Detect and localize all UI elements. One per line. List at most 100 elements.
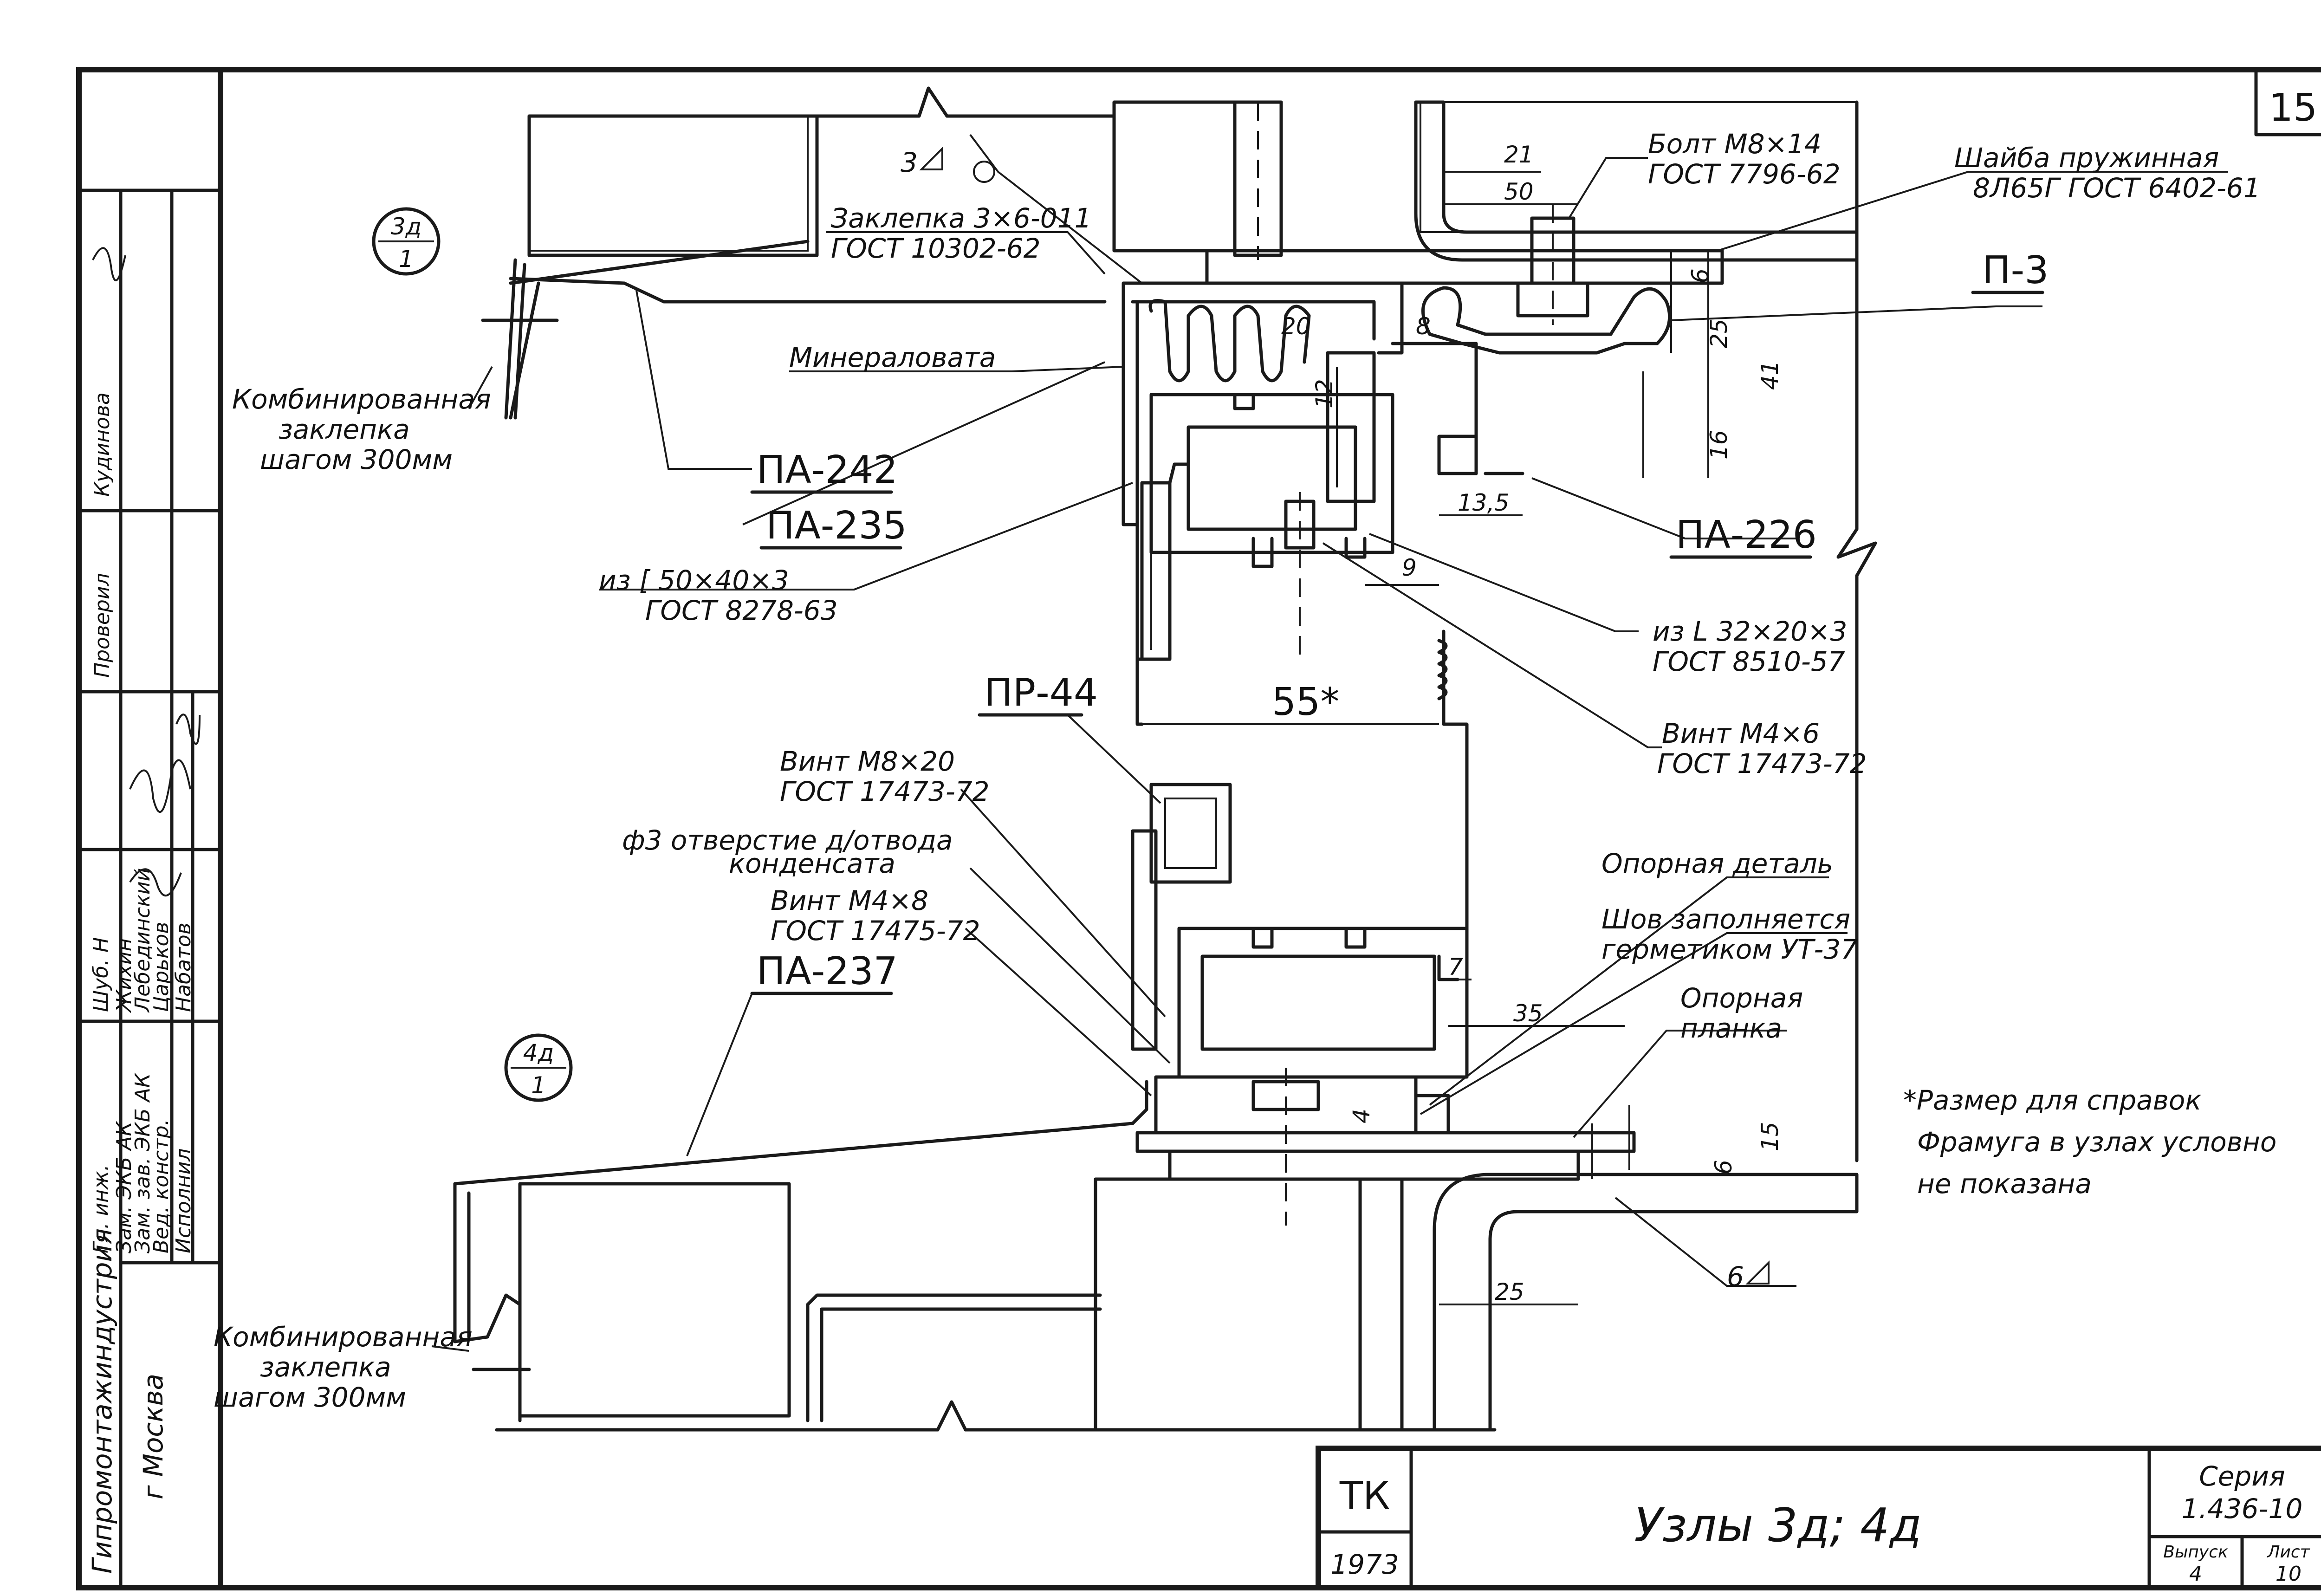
- label-channel-gost: ГОСТ 8278-63: [645, 595, 838, 626]
- node-marker-4d-top: 4д: [523, 1039, 554, 1066]
- label-screw-m4x8: Винт М4×8: [771, 885, 928, 916]
- title-series: 1.436-10: [2182, 1493, 2303, 1525]
- dim-25a: 25: [1705, 318, 1732, 348]
- break-line-icon: [1836, 100, 1877, 1162]
- lower-dimensions: [1439, 979, 1630, 1305]
- label-combined-rivet-2: заклепка: [279, 414, 410, 445]
- title-sheet: 10: [2276, 1562, 2302, 1586]
- note-3: не показана: [1917, 1168, 2092, 1200]
- upper-dimensions: [1365, 171, 1709, 586]
- label-angle-gost: ГОСТ 8510-57: [1653, 646, 1845, 677]
- bolt-icon: [1516, 204, 1589, 325]
- stamp-name-0: Шуб. Н: [89, 937, 113, 1012]
- stamp-role-0: Гл. инж.: [89, 1164, 113, 1253]
- title-block: ТК 1973 Узлы 3д; 4д Серия 1.436-10 Выпус…: [1316, 1446, 2321, 1590]
- stamp-role-3: Вед. констр.: [149, 1119, 173, 1253]
- title-year: 1973: [1330, 1549, 1399, 1580]
- stamp-role-1: Зам. ЭКБ АК: [112, 1121, 136, 1253]
- upper-plate: [1205, 249, 1724, 285]
- label-seam-2: герметиком УТ-37: [1601, 934, 1858, 965]
- label-combined-rivet-b2: заклепка: [260, 1351, 391, 1383]
- dim-12: 12: [1311, 379, 1338, 409]
- title-code: ТК: [1339, 1474, 1390, 1518]
- svg-text:3: 3: [901, 147, 918, 178]
- label-combined-rivet-b1: Комбинированная: [214, 1321, 473, 1353]
- label-angle: из L 32×20×3: [1653, 616, 1847, 647]
- dim-8: 8: [1416, 313, 1431, 340]
- dim-135: 13,5: [1458, 489, 1509, 516]
- p3-profile: [1421, 286, 1672, 355]
- dim-16: 16: [1705, 430, 1732, 460]
- label-pa242: ПА-242: [757, 448, 898, 492]
- label-pa235: ПА-235: [766, 504, 907, 548]
- label-pr44: ПР-44: [984, 671, 1098, 715]
- dim-20: 20: [1281, 313, 1311, 340]
- label-washer: Шайба пружинная: [1954, 142, 2219, 174]
- stamp-city: г Москва: [137, 1374, 169, 1499]
- sheet-frame: [76, 67, 2321, 1590]
- label-screw-m4x6: Винт М4×6: [1662, 718, 1820, 749]
- node-marker-3d-bottom: 1: [399, 246, 414, 272]
- dim-35: 35: [1513, 1000, 1543, 1027]
- lower-gap: [1358, 1177, 1404, 1432]
- label-seam-1: Шов заполняется: [1601, 903, 1850, 935]
- label-combined-rivet-b3: шагом 300мм: [214, 1382, 406, 1413]
- lower-insulation: [1094, 1177, 1362, 1432]
- leader-lines: [431, 134, 2228, 1352]
- stamp-name-4: Набатов: [172, 922, 195, 1012]
- svg-text:6: 6: [1727, 1261, 1744, 1292]
- label-screw-m8x20: Винт М8×20: [780, 746, 955, 777]
- label-washer-gost: 8Л65Г ГОСТ 6402-61: [1973, 172, 2261, 204]
- side-stamp: Гипромонтажиндустрия г Москва Проверил К…: [77, 188, 222, 1590]
- label-support-plate-2: планка: [1680, 1012, 1782, 1044]
- upper-panel: [481, 86, 1116, 420]
- stamp-role-2: Зам. зав. ЭКБ АК: [131, 1072, 155, 1253]
- label-bolt: Болт М8×14: [1648, 128, 1822, 160]
- lower-panel: [453, 1080, 1497, 1432]
- sheet-number: 15: [2269, 86, 2317, 130]
- label-support-plate-1: Опорная: [1680, 982, 1803, 1014]
- title-series-label: Серия: [2199, 1460, 2285, 1492]
- label-screw-m4x6-gost: ГОСТ 17473-72: [1657, 748, 1867, 779]
- dim-15: 15: [1757, 1122, 1783, 1151]
- stamp-name-1: Жихин: [112, 938, 136, 1013]
- dim-25b: 25: [1495, 1278, 1524, 1305]
- node-marker-4d: 4д 1: [504, 1033, 573, 1102]
- stamp-name-2: Лебединский: [131, 868, 155, 1013]
- stamp-role-4: Исполнил: [172, 1148, 195, 1253]
- label-p3: П-3: [1982, 248, 2049, 292]
- dim-6a: 6: [1687, 268, 1714, 283]
- label-pa237: ПА-237: [757, 949, 898, 993]
- label-hole-2: конденсата: [729, 848, 895, 879]
- seal-icon: [1437, 639, 1448, 701]
- label-rivet-gost: ГОСТ 10302-62: [831, 233, 1041, 264]
- label-support-part: Опорная деталь: [1601, 848, 1833, 879]
- title-issue: 4: [2189, 1562, 2202, 1586]
- title-text: Узлы 3д; 4д: [1634, 1498, 1922, 1552]
- label-combined-rivet-3: шагом 300мм: [260, 444, 453, 475]
- label-pa226: ПА-226: [1676, 513, 1817, 557]
- label-screw-m4x8-gost: ГОСТ 17475-72: [771, 915, 980, 947]
- node-marker-3d: 3д 1: [372, 207, 441, 276]
- upper-insulation: [1112, 100, 1237, 253]
- mineral-wool: [1148, 299, 1311, 383]
- title-sheet-label: Лист: [2266, 1543, 2310, 1562]
- stamp-name-3: Царьков: [149, 922, 173, 1012]
- weld-symbol-6: 6: [1727, 1260, 1770, 1292]
- stamp-checker: Кудинова: [91, 392, 114, 497]
- dim-55: 55*: [1272, 680, 1339, 724]
- node-marker-3d-top: 3д: [391, 213, 421, 240]
- note-2: Фрамуга в узлах условно: [1917, 1126, 2276, 1158]
- node-marker-4d-bottom: 1: [531, 1072, 546, 1099]
- label-hole-1: ф3 отверстие д/отвода: [622, 824, 953, 856]
- weld-symbol-3: 3: [901, 146, 995, 183]
- dim-50: 50: [1504, 178, 1534, 205]
- sheet-number-box: [2254, 68, 2321, 136]
- note-1: *Размер для справок: [1903, 1084, 2201, 1116]
- label-mineral-wool: Минераловата: [789, 342, 996, 373]
- label-screw-m8x20-gost: ГОСТ 17473-72: [780, 776, 990, 807]
- label-combined-rivet-1: Комбинированная: [232, 383, 491, 415]
- dim-7: 7: [1448, 954, 1463, 980]
- upper-steel-angle: [1414, 100, 1859, 262]
